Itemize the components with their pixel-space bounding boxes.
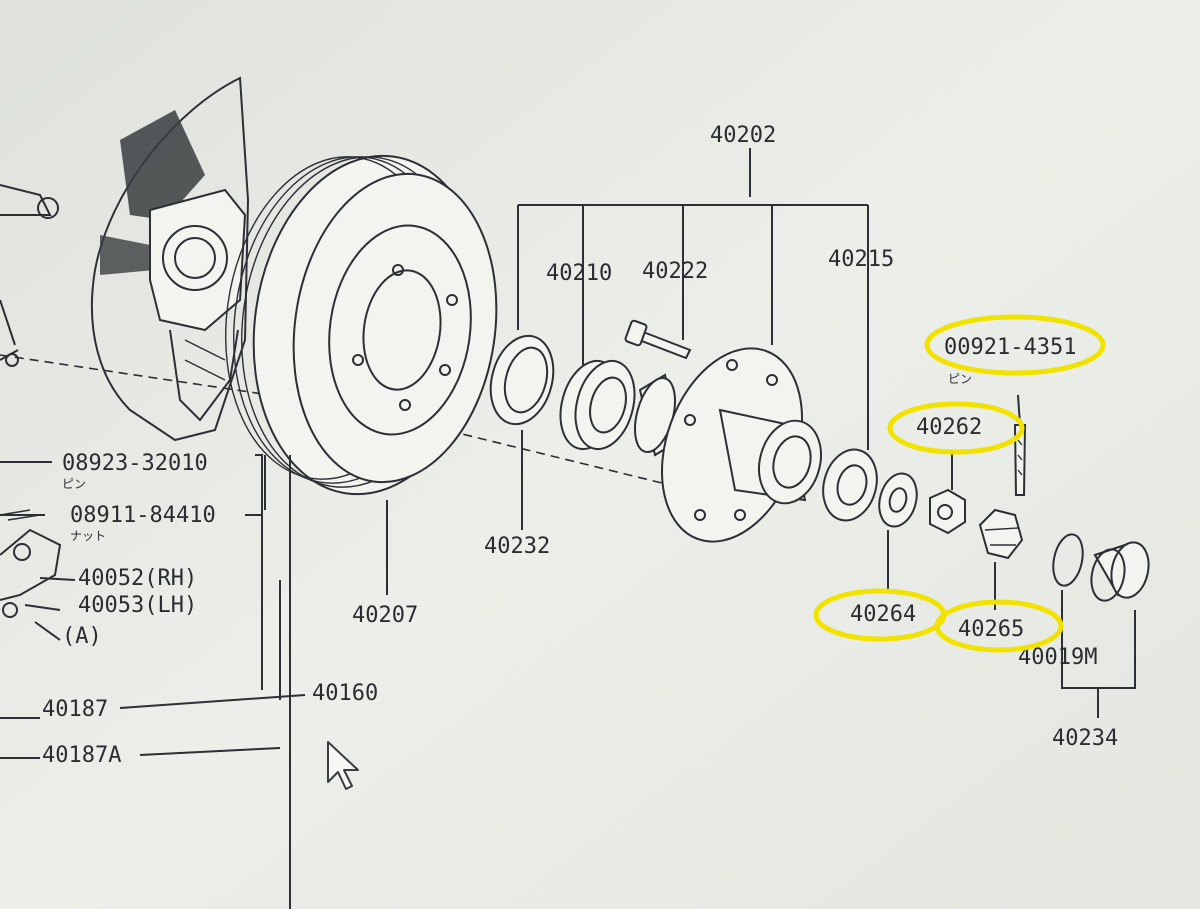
label-40053: 40053(LH)	[78, 593, 197, 618]
label-40262: 40262	[916, 415, 982, 440]
highlight-00921-4351	[924, 314, 1106, 376]
o-ring-drawing	[1052, 533, 1084, 587]
label-40210: 40210	[546, 261, 612, 286]
label-00921-4351: 00921-4351	[944, 335, 1076, 360]
label-40052: 40052(RH)	[78, 566, 197, 591]
knuckle-arm-drawing	[0, 509, 62, 618]
label-40207: 40207	[352, 603, 418, 628]
label-40019m: 40019M	[1018, 645, 1097, 670]
inner-bearing-drawing	[559, 359, 636, 451]
label-ref-a: (A)	[62, 624, 102, 649]
label-08911-84410: 08911-84410	[70, 503, 216, 528]
label-40222: 40222	[642, 259, 708, 284]
dust-cover-drawing	[90, 76, 250, 442]
tie-rod-drawing	[0, 184, 59, 367]
label-08923-sub: ピン	[62, 477, 86, 491]
label-40187: 40187	[42, 697, 108, 722]
label-08923-32010: 08923-32010	[62, 451, 208, 476]
disc-rotor-drawing	[225, 154, 498, 496]
label-40215: 40215	[828, 247, 894, 272]
outer-bearing-drawing	[822, 448, 878, 522]
mouse-pointer-icon	[327, 741, 359, 790]
label-40202: 40202	[710, 123, 776, 148]
oil-seal-drawing	[489, 334, 555, 426]
label-00921-sub: ピン	[948, 372, 972, 386]
label-40187a: 40187A	[42, 743, 121, 768]
axis-line-1	[0, 354, 271, 396]
label-40160: 40160	[312, 681, 378, 706]
nut-lock-cap-drawing	[978, 508, 1024, 560]
hub-bolt-drawing	[624, 319, 692, 360]
highlight-40265	[934, 599, 1064, 653]
label-40234: 40234	[1052, 726, 1118, 751]
label-08911-sub: ナット	[70, 529, 106, 543]
label-40265: 40265	[958, 617, 1024, 642]
axle-hub-drawing	[634, 347, 822, 543]
nut-drawing	[929, 488, 966, 535]
label-40264: 40264	[850, 602, 916, 627]
label-40232: 40232	[484, 534, 550, 559]
claw-washer-drawing	[878, 472, 918, 528]
highlight-40262	[887, 401, 1025, 455]
grease-cap-drawing	[1090, 541, 1150, 602]
